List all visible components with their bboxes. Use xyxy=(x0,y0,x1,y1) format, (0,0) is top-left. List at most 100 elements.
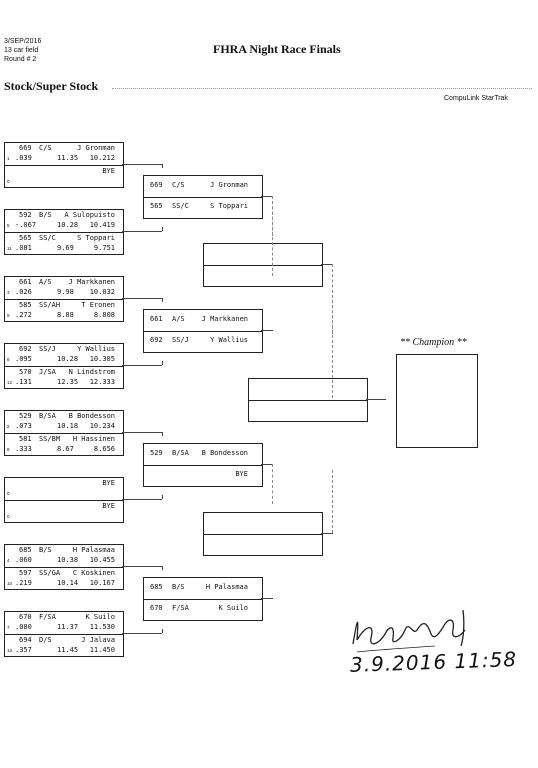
connector-dashed xyxy=(272,196,273,276)
entry-spd: 10.419 xyxy=(89,221,115,229)
connector-line xyxy=(122,633,162,634)
entry-rt: .073 xyxy=(15,422,32,430)
entry-num: 685 xyxy=(150,583,163,591)
entry-name: Y Wallius xyxy=(210,336,248,344)
entry-lane: 9 xyxy=(7,313,10,318)
entry-cls: A/S xyxy=(172,315,185,323)
entry-name: T Eronen xyxy=(81,301,115,309)
entry-num: 570 xyxy=(19,368,32,376)
entry-cls: SS/J xyxy=(39,345,56,353)
time-row: 12.131 12.35 12.333 xyxy=(5,377,123,388)
connector-line xyxy=(261,196,273,197)
connector-line xyxy=(162,227,163,231)
entry-spd: 10.167 xyxy=(89,579,115,587)
entry-spd: 10.305 xyxy=(89,355,115,363)
champion-label: ** Champion ** xyxy=(400,337,467,348)
entry-name: J Markkanen xyxy=(68,278,115,286)
entry-num: 694 xyxy=(19,636,32,644)
entry-name: C Koskinen xyxy=(72,569,115,577)
entry-lane: 4 xyxy=(7,558,10,563)
section-dotted-rule xyxy=(112,88,532,89)
connector-line xyxy=(261,464,273,465)
entry-name: B Bondesson xyxy=(68,412,115,420)
entry-rt: .095 xyxy=(15,355,32,363)
entry-name: A Sulopuisto xyxy=(64,211,115,219)
entry-rt: .039 xyxy=(15,154,32,162)
entry-lane: 2 xyxy=(7,424,10,429)
entry-rt: .060 xyxy=(15,556,32,564)
entry-num: 661 xyxy=(19,278,32,286)
entry-cls: D/S xyxy=(39,636,52,644)
entry-cls: F/SA xyxy=(39,613,56,621)
entry-rt: .080 xyxy=(15,623,32,631)
entry-spd: 8.808 xyxy=(93,311,115,319)
connector-line xyxy=(261,330,273,331)
entry-name: N Lindstrom xyxy=(68,368,115,376)
entry-lane: 5 xyxy=(7,223,10,228)
entry-row: 669 C/S J Gronman xyxy=(144,180,262,191)
entry-num: 581 xyxy=(19,435,32,443)
entry-name: J Gronman xyxy=(210,181,248,189)
entry-lane: 0 xyxy=(7,514,10,519)
entry-name: H Hassinen xyxy=(72,435,115,443)
connector-line xyxy=(122,231,162,232)
connector-line xyxy=(122,499,162,500)
entry-et: 11.35 xyxy=(57,154,79,162)
entry-row: 694 D/S J Jalava xyxy=(5,635,123,646)
entry-lane: 1 xyxy=(7,156,10,161)
entry-name: J Gronman xyxy=(77,144,115,152)
connector-dashed xyxy=(332,290,333,398)
entry-cls: C/S xyxy=(39,144,52,152)
entry-rt: .131 xyxy=(15,378,32,386)
entry-spd: 12.333 xyxy=(89,378,115,386)
entry-name: BYE xyxy=(102,167,115,175)
time-row: 0 xyxy=(5,176,123,187)
entry-et: 10.38 xyxy=(57,556,79,564)
entry-cls: SS/BM xyxy=(39,435,61,443)
entry-num: 670 xyxy=(150,604,163,612)
header-date: 3/SEP/2016 xyxy=(4,38,42,45)
entry-cls: SS/J xyxy=(172,336,189,344)
entry-cls: C/S xyxy=(172,181,185,189)
time-row: 0 xyxy=(5,488,123,499)
connector-line xyxy=(162,164,163,168)
entry-et: 12.35 xyxy=(57,378,79,386)
signature-scribble xyxy=(352,609,466,653)
connector-line xyxy=(122,365,162,366)
entry-lane: 3 xyxy=(7,290,10,295)
entry-num: 692 xyxy=(150,336,163,344)
entry-rt: -.067 xyxy=(15,221,37,229)
entry-num: 669 xyxy=(150,181,163,189)
entry-name: J Jalava xyxy=(81,636,115,644)
entry-cls: F/SA xyxy=(172,604,189,612)
entry-et: 11.45 xyxy=(57,646,79,654)
connector-dashed xyxy=(332,470,333,533)
entry-cls: J/SA xyxy=(39,368,56,376)
entry-rt: .357 xyxy=(15,646,32,654)
entry-name: S Toppari xyxy=(77,234,115,242)
connector-line xyxy=(162,566,163,570)
entry-lane: 12 xyxy=(7,380,13,385)
connector-line xyxy=(122,298,162,299)
entry-lane: 7 xyxy=(7,625,10,630)
